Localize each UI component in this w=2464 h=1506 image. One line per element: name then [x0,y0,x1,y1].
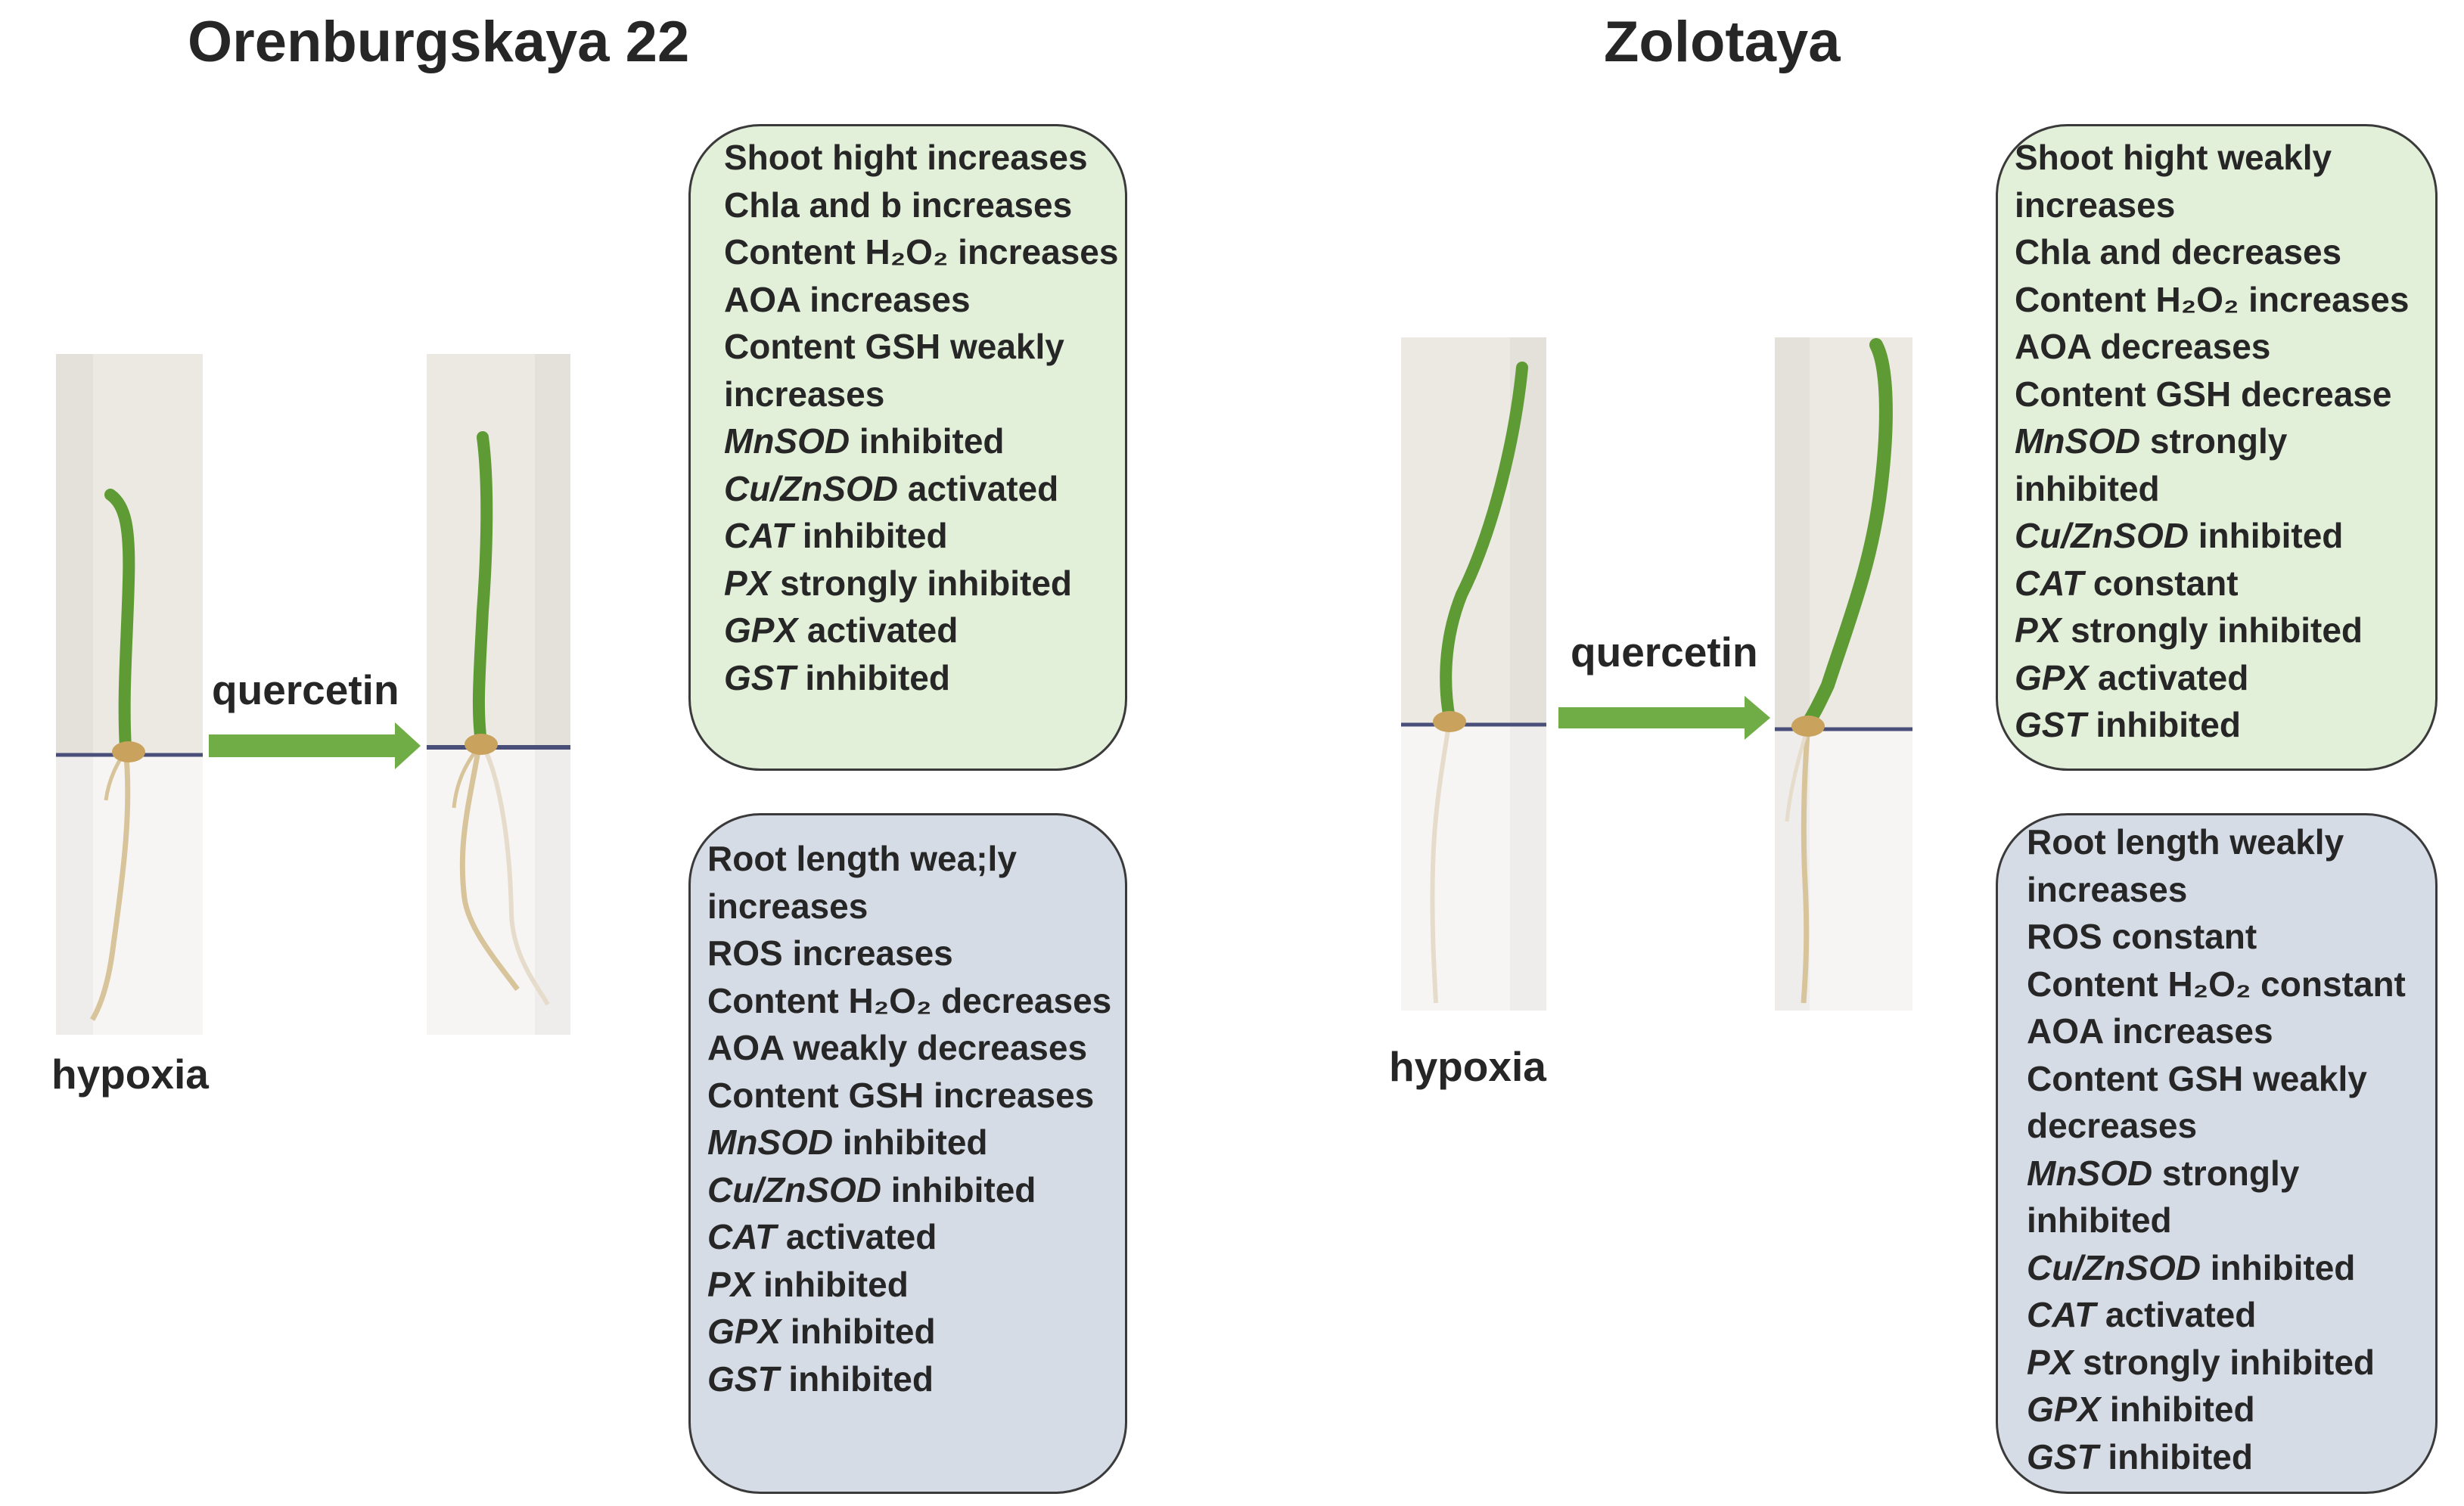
effect-line: Content H₂O₂ increases [724,232,1119,272]
effect-line: inhibited [2027,1200,2172,1240]
effect-line: Content H₂O₂ constant [2027,964,2406,1004]
effect-line: Cu/ZnSOD inhibited [2027,1247,2356,1287]
effect-line: Cu/ZnSOD inhibited [707,1169,1036,1209]
effect-line: GST inhibited [2027,1436,2253,1477]
effect-line: GPX inhibited [2027,1390,2255,1429]
effect-line: increases [2027,869,2188,909]
effect-line: GST inhibited [724,657,950,697]
left-quercetin-label: quercetin [212,666,399,713]
effect-line: Content GSH weakly [2027,1058,2367,1098]
effect-line: GST inhibited [2015,705,2241,744]
effect-line: Chla and b increases [724,185,1073,225]
right-quercetin-label: quercetin [1571,629,1758,675]
effect-line: CAT activated [2027,1295,2257,1334]
effect-line: AOA weakly decreases [707,1028,1088,1067]
effect-line: GPX inhibited [707,1312,936,1351]
left-hypoxia-seedling-photo [56,354,203,1035]
effect-line: MnSOD inhibited [707,1123,988,1162]
effect-line: PX strongly inhibited [2027,1342,2375,1382]
right-quercetin-seedling-photo [1775,337,1912,1011]
effect-line: increases [707,886,868,926]
effect-line: MnSOD inhibited [724,421,1005,461]
effect-line: Content GSH weakly [724,327,1064,366]
effect-line: ROS increases [707,933,953,973]
effect-line: PX strongly inhibited [2015,610,2363,650]
effect-line: Root length wea;ly [707,839,1017,878]
right-hypoxia-seedling-photo [1401,337,1546,1011]
effect-line: GPX activated [2015,657,2249,697]
effect-line: CAT inhibited [724,516,948,555]
effect-line: GPX activated [724,610,959,650]
effect-line: PX inhibited [707,1264,909,1304]
effect-line: Content H₂O₂ increases [2015,279,2410,319]
effect-line: Shoot hight weakly [2015,138,2332,177]
right-hypoxia-label: hypoxia [1389,1043,1546,1090]
effect-line: ROS constant [2027,917,2257,956]
effect-line: Content GSH increases [707,1075,1095,1115]
effect-line: MnSOD strongly [2027,1153,2300,1193]
effect-line: Content GSH decrease [2015,374,2392,414]
effect-line: GST inhibited [707,1359,934,1399]
left-hypoxia-label: hypoxia [51,1051,209,1098]
right-arrow-icon [1558,696,1770,740]
effect-line: Content H₂O₂ decreases [707,980,1112,1020]
effect-line: increases [2015,185,2176,225]
left-arrow-icon [209,722,421,769]
effect-line: AOA decreases [2015,327,2271,366]
effect-line: inhibited [2015,468,2160,508]
effect-line: Shoot hight increases [724,138,1088,177]
effect-line: PX strongly inhibited [724,563,1073,603]
left-title: Orenburgskaya 22 [188,10,690,74]
left-quercetin-seedling-photo [427,354,570,1035]
effect-line: AOA increases [2027,1011,2273,1051]
effect-line: Root length weakly [2027,822,2344,862]
effect-line: increases [724,374,885,414]
effect-line: CAT activated [707,1217,937,1256]
effect-line: AOA increases [724,279,971,319]
effect-line: Cu/ZnSOD activated [724,468,1059,508]
effect-line: decreases [2027,1106,2198,1145]
effect-line: Cu/ZnSOD inhibited [2015,516,2344,555]
effect-line: CAT constant [2015,563,2239,603]
right-title: Zolotaya [1604,10,1841,74]
effect-line: Chla and decreases [2015,232,2342,272]
effect-line: MnSOD strongly [2015,421,2288,461]
